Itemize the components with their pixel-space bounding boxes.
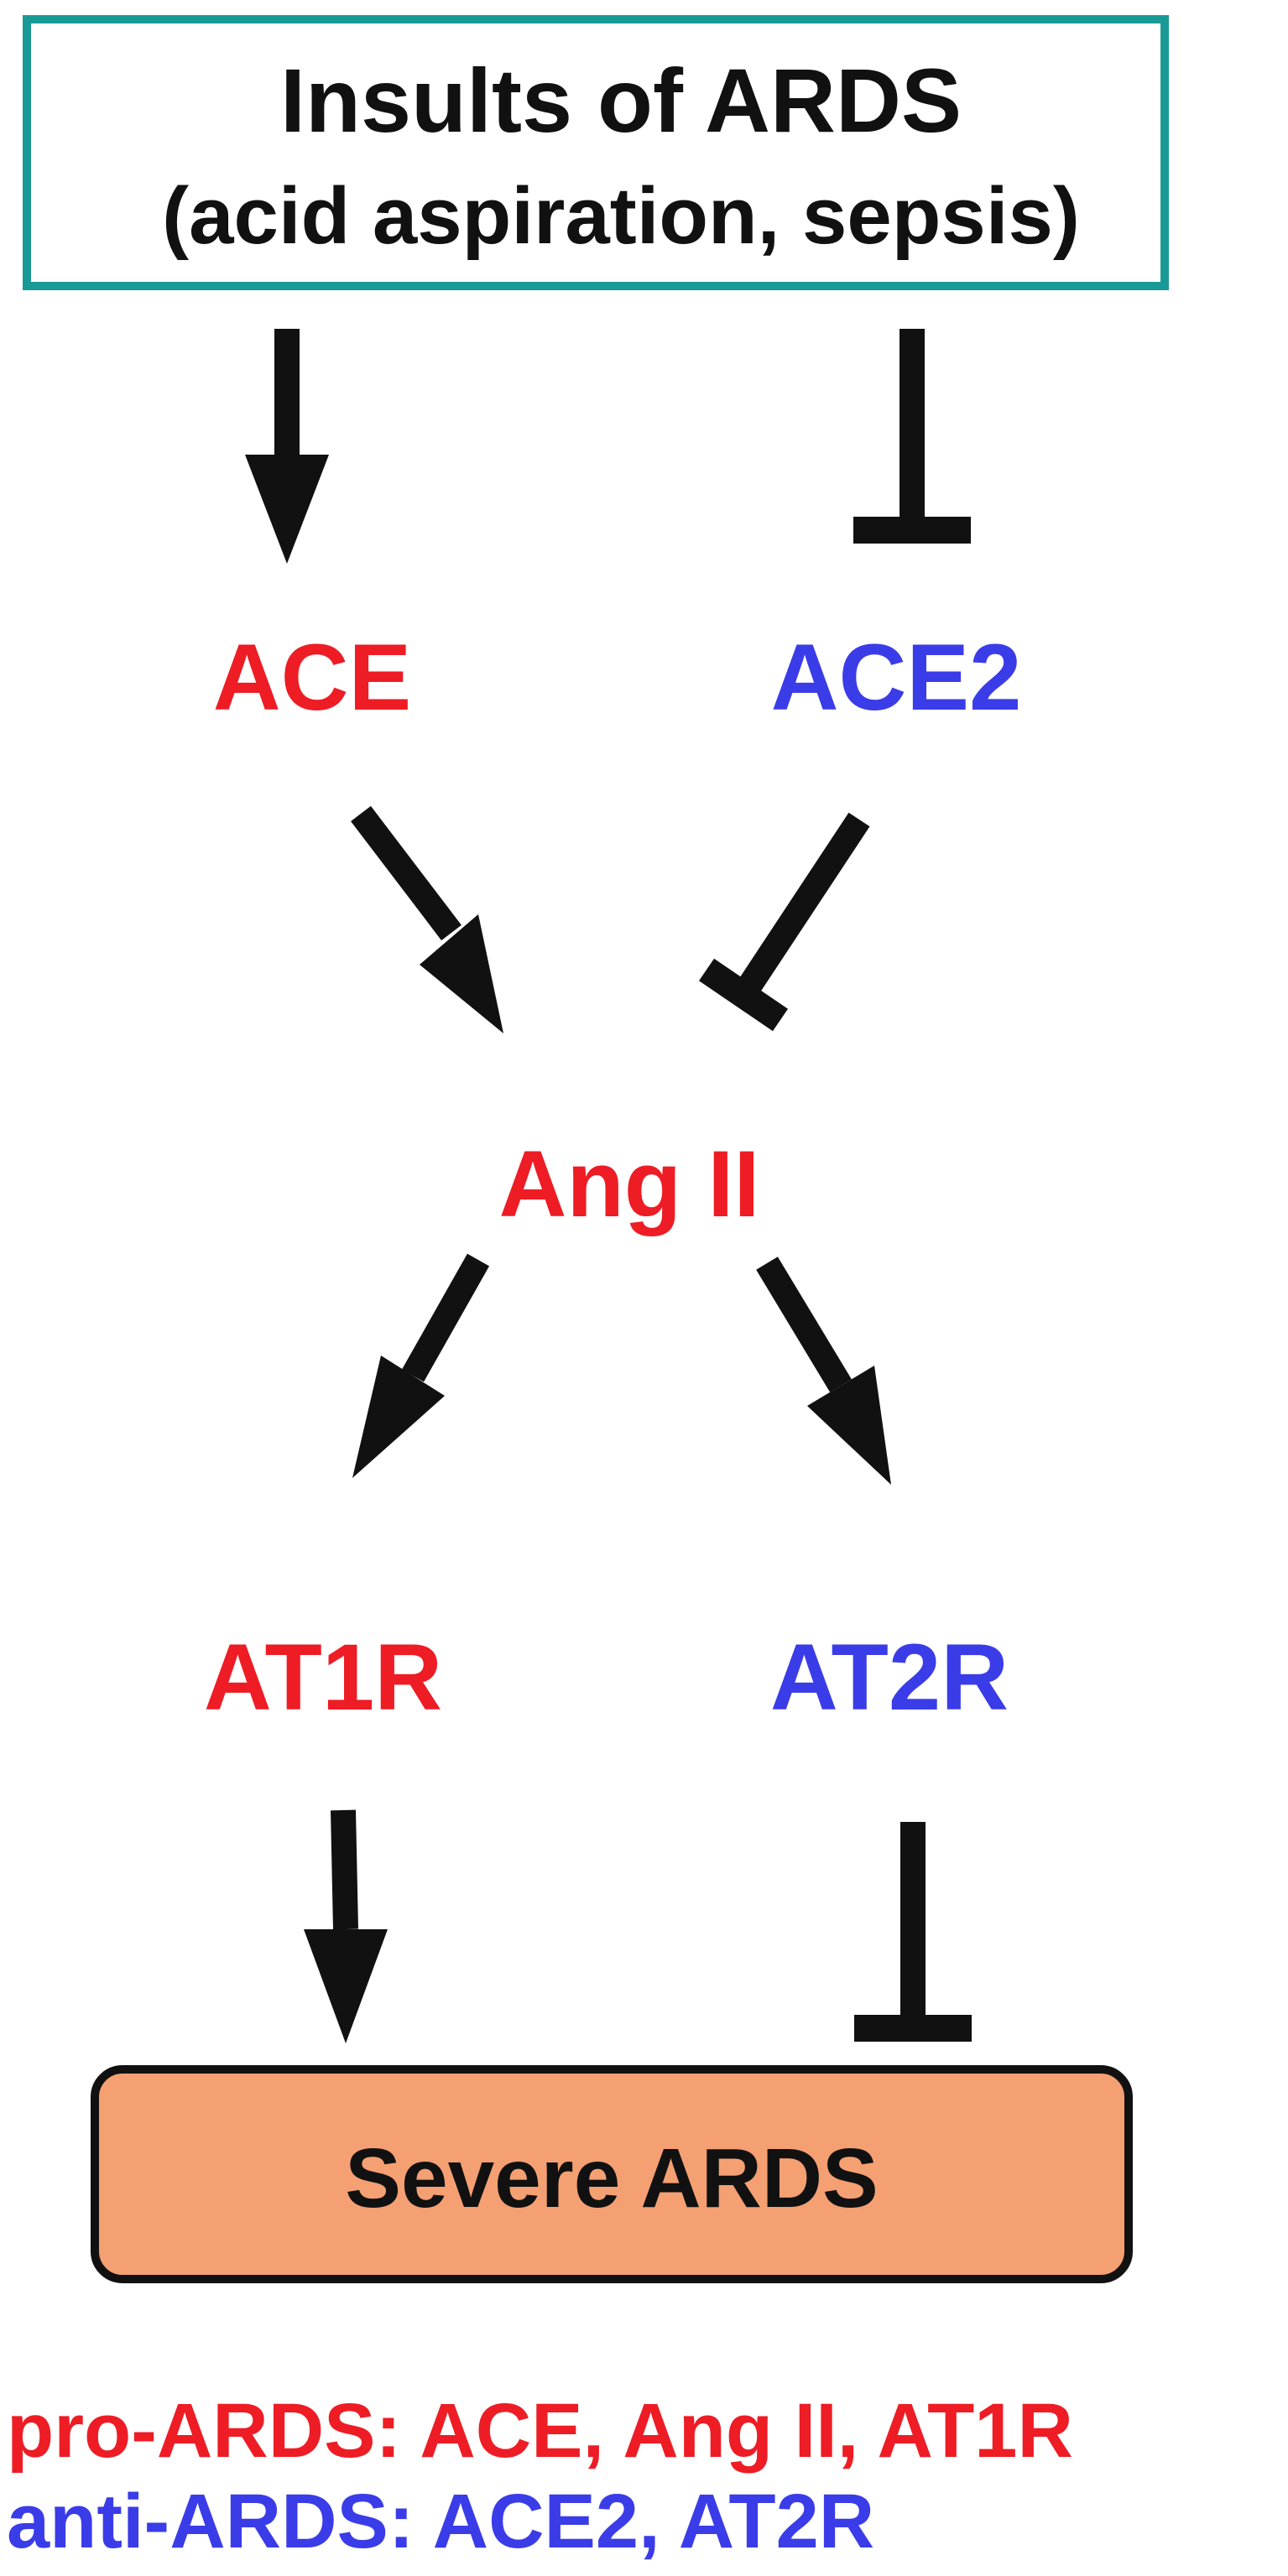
- insults-subtitle: (acid aspiration, sepsis): [162, 171, 1080, 261]
- node-ang-ii: Ang II: [498, 1132, 760, 1236]
- severe-ards-box: [91, 2065, 1133, 2283]
- edge-ace2-inhibit-angii: [698, 812, 870, 1032]
- node-at2r: AT2R: [769, 1625, 1009, 1730]
- edge-at1r-to-severe: [304, 1809, 388, 2043]
- edge-insults-inhibit-ace2: [853, 329, 971, 544]
- edge-at2r-inhibit-severe: [854, 1822, 972, 2042]
- node-ace2: ACE2: [770, 625, 1022, 730]
- edge-ace-to-angii: [351, 805, 503, 1033]
- legend-anti-ards: anti-ARDS: ACE2, AT2R: [7, 2479, 875, 2564]
- insults-box: [23, 15, 1169, 290]
- edge-insults-to-ace: [245, 329, 329, 564]
- legend-pro-ards: pro-ARDS: ACE, Ang II, AT1R: [7, 2388, 1073, 2474]
- edge-angii-to-at2r: [756, 1257, 891, 1485]
- node-ace: ACE: [212, 625, 412, 730]
- severe-ards-label: Severe ARDS: [345, 2131, 879, 2225]
- insults-title: Insults of ARDS: [279, 49, 962, 151]
- node-at1r: AT1R: [203, 1625, 443, 1730]
- edge-angii-to-at1r: [352, 1253, 490, 1478]
